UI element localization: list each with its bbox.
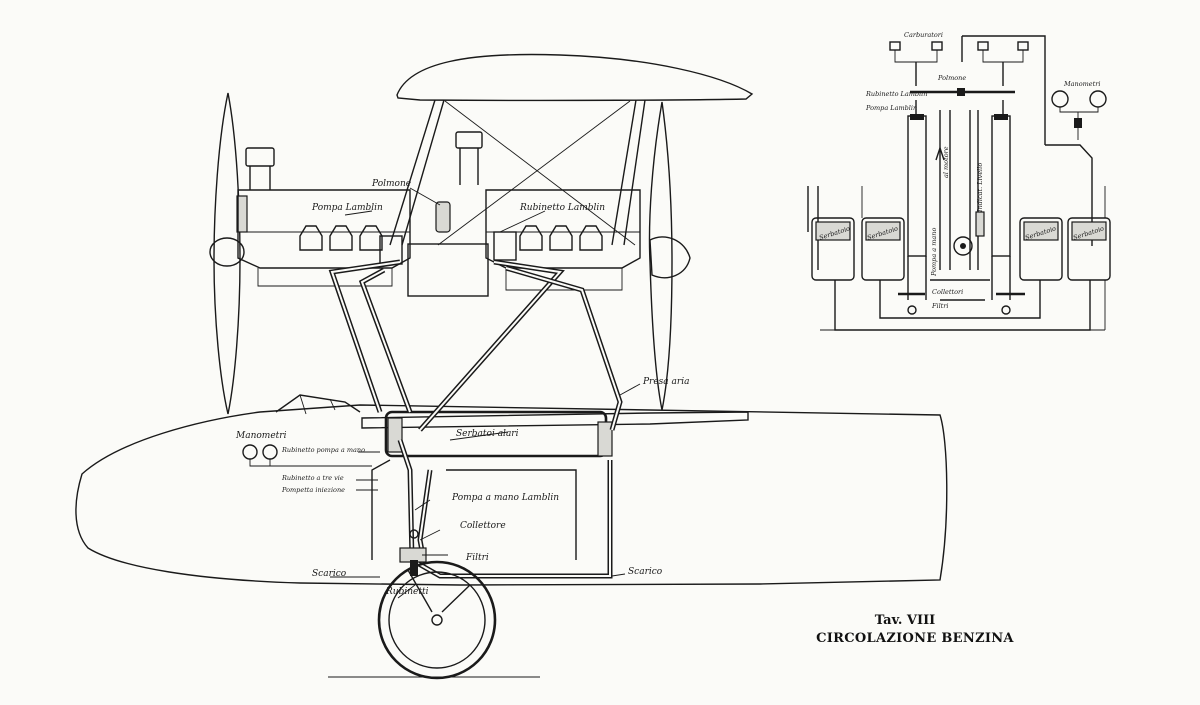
exhaust-left	[245, 147, 275, 167]
schematic-manometers	[1045, 90, 1107, 246]
label-scarico-left: Scarico	[312, 569, 347, 579]
schematic-carburettors	[889, 35, 1046, 145]
schematic-label-al-motore: al motore	[942, 146, 950, 178]
schematic-pump-right	[991, 115, 1011, 257]
schematic-label-pompa-lamblin: Pompa Lamblin	[865, 104, 917, 112]
label-rubinetto-tre-vie: Rubinetto a tre vie	[281, 474, 344, 482]
label-pompetta-iniezione: Pompetta iniezione	[281, 486, 345, 494]
lower-wing	[361, 411, 749, 429]
right-propeller	[648, 101, 691, 411]
schematic-label-filtri: Filtri	[931, 302, 948, 310]
schematic-label-pompa-mano: Pompa a mano	[930, 228, 938, 277]
schematic-label-collettori: Collettori	[932, 288, 963, 296]
label-scarico-right: Scarico	[628, 567, 663, 577]
fuel-schematic: Carburatori Polmone Rubinetto Lamblin Po…	[807, 31, 1111, 331]
schematic-label-manometri: Manometri	[1063, 80, 1100, 88]
schematic-pump-left	[907, 115, 927, 257]
manometers	[242, 444, 372, 467]
windshield	[275, 394, 361, 415]
schematic-collectors	[820, 256, 1106, 331]
engine-bay	[407, 243, 489, 297]
cabane-struts	[389, 99, 646, 246]
schematic-label-indicat-livello: Indicat. Livello	[976, 163, 984, 213]
label-collettore: Collettore	[460, 521, 506, 531]
label-rubinetto-lamblin: Rubinetto Lamblin	[519, 203, 605, 213]
schematic-label-polmone: Polmone	[937, 74, 966, 82]
schematic-tanks	[807, 186, 1111, 281]
label-serbatoi-alari: Serbatoi alari	[456, 429, 519, 439]
engine-left	[237, 189, 411, 287]
label-presa-aria: Presa aria	[642, 377, 689, 387]
label-filtri: Filtri	[465, 553, 489, 563]
label-manometri: Manometri	[235, 431, 287, 441]
fuselage	[75, 404, 948, 586]
plate-title: CIRCOLAZIONE BENZINA	[816, 631, 1014, 646]
label-polmone: Polmone	[371, 179, 411, 189]
exhaust-right	[455, 131, 483, 149]
schematic-label-carburatori: Carburatori	[904, 31, 943, 39]
fuel-pipes	[328, 259, 623, 579]
schematic-hand-pump	[953, 236, 973, 256]
aircraft-side-view: Polmone Pompa Lamblin Rubinetto Lamblin …	[75, 53, 948, 680]
label-pompa-mano-lamblin: Pompa a mano Lamblin	[451, 493, 559, 503]
upper-wing	[396, 53, 754, 102]
leader-lines	[330, 187, 641, 599]
label-pompa-lamblin: Pompa Lamblin	[311, 203, 383, 213]
landing-gear	[377, 560, 497, 680]
plate-number: Tav. VIII	[874, 613, 936, 628]
polmone-cylinder	[435, 201, 451, 233]
label-rubinetto-pompa-mano: Rubinetto pompa a mano	[281, 446, 365, 454]
schematic-label-rubinetto-lamblin: Rubinetto Lamblin	[865, 90, 927, 98]
label-rubinetti: Rubinetti	[385, 587, 429, 597]
left-propeller	[209, 92, 248, 415]
